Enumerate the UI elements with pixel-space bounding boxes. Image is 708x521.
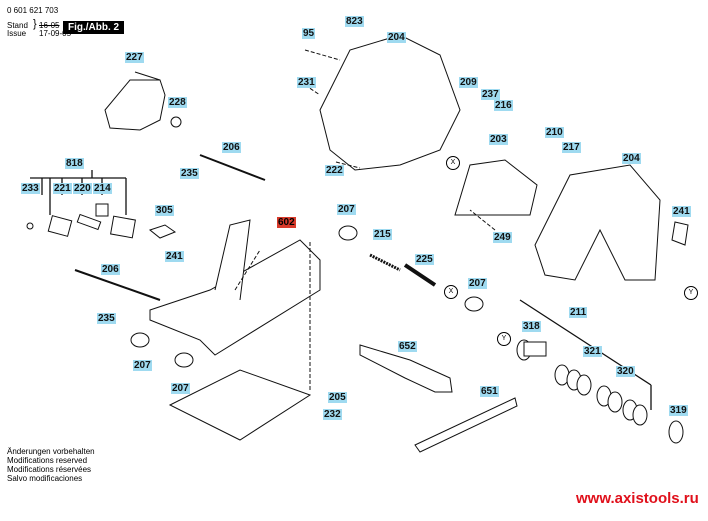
part-label: 214 [93, 183, 112, 194]
part-206-rod-top [199, 154, 266, 181]
part-label: 211 [569, 307, 588, 318]
part-label: 818 [65, 158, 84, 169]
part-label: 321 [583, 346, 602, 357]
footer-line: Modifications reserved [7, 456, 88, 465]
part-label: 95 [302, 28, 316, 39]
part-label: 207 [468, 278, 487, 289]
issue-date: 17-09-05 [39, 29, 72, 38]
part-label: 206 [101, 264, 120, 275]
part-label: 241 [672, 206, 691, 217]
issue-label: Issue [7, 29, 27, 38]
part-label: 207 [171, 383, 190, 394]
part-label: 228 [168, 97, 187, 108]
part-228-knob [170, 116, 182, 128]
callout-x: X [444, 285, 458, 299]
part-label: 216 [494, 100, 513, 111]
stand-date: 16-05 [39, 21, 60, 30]
part-label: 227 [125, 52, 144, 63]
footer-line: Salvo modificaciones [7, 474, 83, 483]
footer-notes: Änderungen vorbehalten Modifications res… [7, 447, 95, 483]
part-label: 823 [345, 16, 364, 27]
part-label: 209 [459, 77, 478, 88]
part-label: 222 [325, 165, 344, 176]
part-label: 233 [21, 183, 40, 194]
part-305-plate [148, 224, 177, 239]
part-label: 651 [480, 386, 499, 397]
part-204-housing [319, 34, 461, 171]
callout-x: X [446, 156, 460, 170]
part-label: 231 [297, 77, 316, 88]
part-label: 210 [545, 127, 564, 138]
part-label: 204 [387, 32, 406, 43]
part-651-blade [414, 397, 518, 453]
part-label: 319 [669, 405, 688, 416]
part-label: 237 [481, 89, 500, 100]
part-204-guard [534, 164, 661, 281]
part-label: 220 [73, 183, 92, 194]
part-206-rod-bottom [74, 269, 161, 301]
footer-line: Modifications réservées [7, 465, 92, 474]
part-label: 232 [323, 409, 342, 420]
footer-line: Änderungen vorbehalten [7, 447, 95, 456]
watermark-url: www.axistools.ru [576, 490, 699, 507]
part-label: 241 [165, 251, 184, 262]
part-label: 225 [415, 254, 434, 265]
part-label: 206 [222, 142, 241, 153]
part-label: 652 [398, 341, 417, 352]
part-203-guard [454, 159, 538, 216]
part-label: 235 [97, 313, 116, 324]
part-label: 207 [337, 204, 356, 215]
figure-badge: Fig./Abb. 2 [63, 21, 125, 34]
part-number: 0 601 621 703 [7, 6, 59, 15]
part-label: 215 [373, 229, 392, 240]
part-label: 205 [328, 392, 347, 403]
part-label: 207 [133, 360, 152, 371]
part-label: 217 [562, 142, 581, 153]
part-652-wrench [359, 344, 453, 393]
brace: } [33, 18, 37, 30]
part-label: 320 [616, 366, 635, 377]
part-label: 305 [155, 205, 174, 216]
stand-label: Stand [7, 21, 28, 30]
part-label-highlighted: 602 [277, 217, 296, 228]
callout-y: Y [497, 332, 511, 346]
part-label: 221 [53, 183, 72, 194]
part-205-plate [168, 369, 312, 441]
part-227-cover [104, 79, 166, 131]
part-label: 203 [489, 134, 508, 145]
part-label: 235 [180, 168, 199, 179]
part-label: 204 [622, 153, 641, 164]
part-label: 249 [493, 232, 512, 243]
callout-y: Y [684, 286, 698, 300]
part-label: 318 [522, 321, 541, 332]
